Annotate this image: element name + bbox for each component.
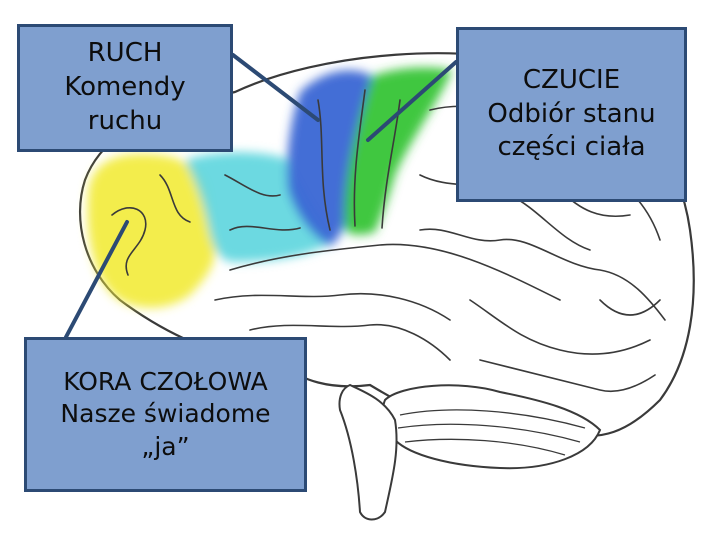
label-czucie-title: CZUCIE xyxy=(522,64,621,95)
connector-czucie xyxy=(366,60,458,142)
label-czucie-line-3: części ciała xyxy=(497,132,646,163)
label-kora-czolowa: KORA CZOŁOWA Nasze świadome „ja” xyxy=(24,337,307,492)
label-czucie-line-2: Odbiór stanu xyxy=(487,98,656,129)
label-czucie: CZUCIE Odbiór stanu części ciała xyxy=(456,27,687,202)
label-ruch-line-2: Komendy xyxy=(64,72,186,103)
label-kora-line-3: „ja” xyxy=(141,431,190,461)
cerebellum-folds xyxy=(397,409,586,456)
label-ruch-title: RUCH xyxy=(87,38,163,69)
premotor-region xyxy=(185,152,335,262)
label-kora-line-2: Nasze świadome xyxy=(60,399,271,429)
frontal-cortex-region xyxy=(87,153,216,308)
brainstem xyxy=(338,383,398,521)
connector-ruch xyxy=(231,53,320,122)
label-ruch: RUCH Komendy ruchu xyxy=(17,24,233,152)
sensory-cortex-region xyxy=(344,67,452,235)
label-kora-title: KORA CZOŁOWA xyxy=(63,366,268,396)
connector-lines xyxy=(64,53,458,339)
label-ruch-line-3: ruchu xyxy=(87,105,163,136)
connector-kora xyxy=(64,220,129,339)
